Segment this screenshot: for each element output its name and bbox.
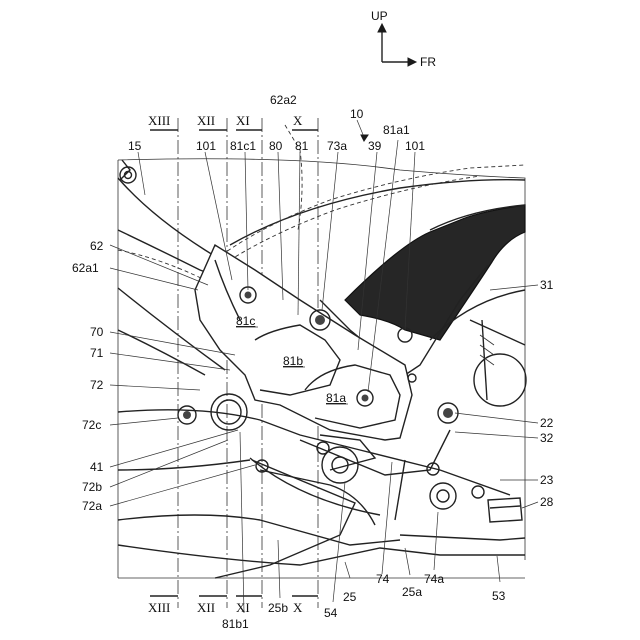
ref-62a2: 62a2 xyxy=(270,93,297,107)
ref-101-left: 101 xyxy=(196,139,216,153)
ref-81b1: 81b1 xyxy=(222,617,249,631)
forward-label: FR xyxy=(420,55,436,69)
up-label: UP xyxy=(371,9,388,23)
ref-72c: 72c xyxy=(82,418,101,432)
ref-71: 71 xyxy=(90,346,104,360)
ref-15: 15 xyxy=(128,139,142,153)
ref-72b: 72b xyxy=(82,480,102,494)
ref-32: 32 xyxy=(540,431,554,445)
ref-81b: 81b xyxy=(283,354,303,368)
section-mark-xi-top: XI xyxy=(236,113,250,128)
swing-arm xyxy=(118,410,525,565)
ref-81: 81 xyxy=(295,139,309,153)
ref-73a: 73a xyxy=(327,139,347,153)
ref-81c: 81c xyxy=(236,314,255,328)
ref-41: 41 xyxy=(90,460,104,474)
ref-62a1: 62a1 xyxy=(72,261,99,275)
ref-101-right: 101 xyxy=(405,139,425,153)
ref-74: 74 xyxy=(376,572,390,586)
section-mark-xiii-bottom: XIII xyxy=(148,600,170,615)
ref-81c1: 81c1 xyxy=(230,139,256,153)
ref-25: 25 xyxy=(343,590,357,604)
ref-72a: 72a xyxy=(82,499,102,513)
ref-81a1: 81a1 xyxy=(383,123,410,137)
ref-31: 31 xyxy=(540,278,554,292)
ref-10: 10 xyxy=(350,107,364,121)
ref-53: 53 xyxy=(492,589,506,603)
ref-70: 70 xyxy=(90,325,104,339)
ref-62: 62 xyxy=(90,239,104,253)
ref-22: 22 xyxy=(540,416,554,430)
ref-72: 72 xyxy=(90,378,104,392)
section-mark-xii-top: XII xyxy=(197,113,215,128)
ref-23: 23 xyxy=(540,473,554,487)
section-mark-xi-bottom: XI xyxy=(236,600,250,615)
section-mark-xii-bottom: XII xyxy=(197,600,215,615)
section-mark-xiii-top: XIII xyxy=(148,113,170,128)
section-mark-x-top: X xyxy=(293,113,303,128)
part-28 xyxy=(488,498,522,522)
ref-39: 39 xyxy=(368,139,382,153)
ref-80: 80 xyxy=(269,139,283,153)
ref-74a: 74a xyxy=(424,572,444,586)
ref-54: 54 xyxy=(324,606,338,620)
ref-25a: 25a xyxy=(402,585,422,599)
ref-81a: 81a xyxy=(326,391,346,405)
section-mark-x-bottom: X xyxy=(293,600,303,615)
ref-28: 28 xyxy=(540,495,554,509)
orientation-indicator: UP FR xyxy=(371,9,436,69)
arrow-head-10 xyxy=(361,135,368,141)
ref-25b: 25b xyxy=(268,601,288,615)
